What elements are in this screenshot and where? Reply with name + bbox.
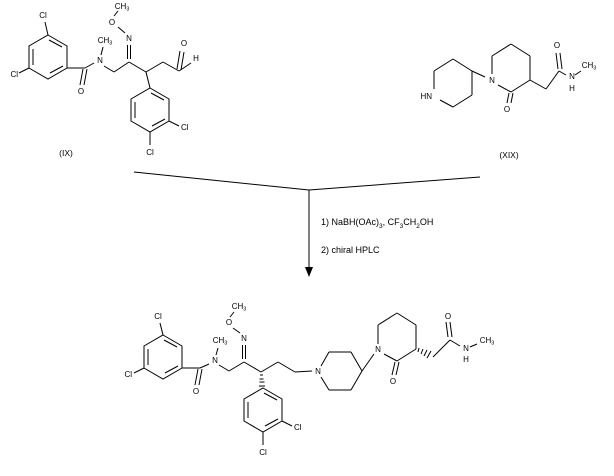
xix-acetamide-hydrogen-label: H (569, 84, 575, 93)
text-fragment: OH (419, 217, 434, 227)
reaction-arrow (133, 171, 481, 277)
xix-acetamide-nitrogen-label: N (569, 72, 575, 81)
text-fragment: , CF (382, 217, 400, 227)
ix-oxime-nitrogen-label: N (126, 34, 132, 43)
structure-ix: Cl Cl O N CH3 N O CH3 O H Cl Cl (IX) (10, 2, 199, 158)
ix-omethyl-label: CH3 (115, 2, 130, 13)
text-fragment: 2 (416, 222, 420, 230)
ix-aldehyde-hydrogen-label: H (193, 54, 199, 63)
xix-nmethyl-label: CH3 (582, 61, 597, 72)
ix-amide-nitrogen-label: N (97, 56, 103, 65)
product-skeleton (133, 311, 478, 445)
product-amide-nitrogen-label: N (212, 356, 218, 365)
product-aryl-chlorine-label: Cl (294, 423, 302, 432)
ix-aldehyde-oxygen-label: O (181, 39, 187, 48)
arrowhead-icon (305, 267, 313, 277)
product-acetamide-oxygen-label: O (445, 312, 451, 321)
product-omethyl-label: CH3 (232, 302, 247, 313)
ix-chlorine-label: Cl (10, 70, 18, 79)
ix-chlorine-label: Cl (39, 11, 47, 20)
product-oxime-nitrogen-label: N (241, 334, 247, 343)
product-chlorine-label: Cl (154, 312, 162, 321)
text-fragment: 1) NaBH(OAc) (321, 217, 380, 227)
product-oxime-oxygen-label: O (226, 318, 232, 327)
product-piperidine-nitrogen-label: N (315, 367, 321, 376)
structure-xix: HN N O O N H CH3 (XIX) (420, 41, 596, 160)
xix-lactam-oxygen-label: O (504, 105, 510, 114)
xix-piperidine-nh-label: HN (420, 92, 432, 101)
product-chlorine-label: Cl (124, 370, 132, 379)
product-benzoyl-oxygen-label: O (193, 387, 199, 396)
product-nmethyl-label: CH3 (213, 336, 228, 347)
xix-skeleton (433, 43, 582, 108)
product-lactam-oxygen-label: O (390, 377, 396, 386)
ix-aryl-chlorine-label: Cl (181, 123, 189, 132)
xix-lactam-nitrogen-label: N (489, 76, 495, 85)
product-acetamide-nitrogen-label: N (463, 344, 469, 353)
text-fragment: CH (403, 217, 417, 227)
text-fragment: 2) chiral HPLC (321, 245, 380, 255)
product-lactam-nitrogen-label: N (375, 345, 381, 354)
structure-product: Cl Cl O N CH3 N O CH3 Cl Cl N N O O N H … (124, 302, 494, 457)
text-fragment: 3 (399, 222, 404, 230)
ix-nmethyl-label: CH3 (98, 36, 113, 47)
reaction-conditions-step1: 1) NaBH(OAc)3, CF3CH2OH (321, 217, 433, 230)
reaction-conditions-step2: 2) chiral HPLC (321, 245, 380, 255)
ix-skeleton (18, 10, 192, 145)
product-aryl-chlorine-label: Cl (259, 448, 267, 457)
ix-oxime-oxygen-label: O (109, 18, 115, 27)
ix-compound-label: (IX) (59, 148, 73, 158)
ix-benzoyl-oxygen-label: O (78, 87, 84, 96)
ix-aryl-chlorine-label: Cl (146, 148, 154, 157)
xix-acetamide-oxygen-label: O (554, 41, 560, 50)
product-nmethyl-terminal-label: CH3 (480, 336, 495, 347)
product-acetamide-hydrogen-label: H (463, 355, 469, 364)
text-fragment: 3 (379, 222, 383, 230)
xix-compound-label: (XIX) (499, 150, 519, 160)
